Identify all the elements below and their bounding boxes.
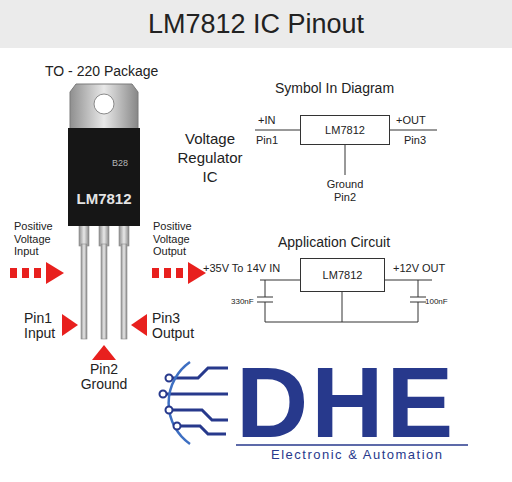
arrow-head bbox=[46, 262, 64, 284]
part-label: LM7812 bbox=[323, 269, 363, 282]
pin3-pointer bbox=[131, 314, 147, 336]
leg-pin2 bbox=[99, 224, 109, 246]
signal-label: Positive Voltage Input bbox=[14, 220, 53, 258]
arrow-dash bbox=[10, 268, 17, 278]
ground-wire bbox=[265, 322, 418, 323]
wire bbox=[418, 302, 419, 322]
symbol-box: LM7812 bbox=[300, 115, 390, 145]
signal-label: Positive Voltage Output bbox=[153, 220, 192, 258]
capacitor-value: 100nF bbox=[425, 297, 448, 306]
arrow-dash bbox=[22, 268, 29, 278]
pin-name: Pin3 bbox=[404, 134, 426, 147]
wire bbox=[345, 145, 346, 175]
capacitor-plate bbox=[410, 297, 426, 298]
leg-pin3 bbox=[121, 244, 127, 339]
signal-name: +OUT bbox=[396, 114, 426, 127]
wire bbox=[265, 302, 266, 322]
logo-trace bbox=[166, 393, 228, 396]
section-heading: Symbol In Diagram bbox=[275, 80, 394, 96]
leg-pin3 bbox=[119, 224, 129, 246]
package-label: TO - 220 Package bbox=[45, 63, 158, 79]
part-label: LM7812 bbox=[76, 190, 131, 207]
output-arrow bbox=[152, 262, 206, 284]
pin-name: Pin1 bbox=[256, 134, 278, 147]
wire bbox=[385, 280, 432, 281]
voltage-label: +12V OUT bbox=[393, 262, 445, 275]
logo-tagline: Electronic & Automation bbox=[271, 448, 444, 463]
input-arrow bbox=[10, 262, 64, 284]
wire bbox=[390, 130, 437, 131]
title-band bbox=[0, 0, 512, 48]
section-heading: Application Circuit bbox=[278, 234, 390, 250]
capacitor-plate bbox=[257, 297, 273, 298]
logo-arc bbox=[169, 362, 190, 444]
logo-dot bbox=[160, 391, 167, 398]
wire bbox=[342, 292, 343, 322]
leg-pin1 bbox=[79, 224, 89, 246]
signal-name: +IN bbox=[258, 114, 275, 127]
wire bbox=[260, 280, 300, 281]
part-label: LM7812 bbox=[325, 124, 365, 137]
logo-dot bbox=[166, 375, 173, 382]
arrow-dash bbox=[176, 268, 183, 278]
logo-dots bbox=[160, 375, 181, 430]
ic-body: B28LM7812 bbox=[68, 128, 140, 226]
part-label: B28 bbox=[112, 158, 128, 168]
pin-name: Pin1 Input bbox=[24, 311, 55, 342]
mount-hole bbox=[94, 94, 114, 114]
wire bbox=[255, 130, 300, 131]
regulator-box: LM7812 bbox=[300, 258, 385, 292]
pin-name: Ground Pin2 bbox=[327, 178, 364, 203]
logo-trace bbox=[172, 410, 228, 420]
wire bbox=[418, 280, 419, 297]
ic-legs bbox=[79, 224, 129, 339]
logo-dot bbox=[174, 423, 181, 430]
logo-dot bbox=[166, 407, 173, 414]
wire bbox=[265, 280, 266, 297]
pin-name: Pin3 Output bbox=[152, 311, 194, 342]
leg-pin1 bbox=[81, 244, 87, 339]
pin2-pointer bbox=[92, 345, 116, 360]
logo-trace bbox=[180, 426, 226, 434]
logo-wordmark: DHE bbox=[236, 352, 456, 452]
capacitor-value: 330nF bbox=[231, 297, 254, 306]
part-description: Voltage Regulator IC bbox=[177, 130, 242, 186]
arrow-dash bbox=[34, 268, 41, 278]
voltage-label: +35V To 14V IN bbox=[203, 262, 280, 275]
leg-pin2 bbox=[101, 244, 107, 339]
page-title: LM7812 IC Pinout bbox=[0, 0, 512, 48]
pin1-pointer bbox=[62, 314, 78, 336]
heat-tab bbox=[70, 84, 138, 132]
pin-name: Pin2 Ground bbox=[81, 362, 128, 393]
arrow-dash bbox=[152, 268, 159, 278]
arrow-dash bbox=[164, 268, 171, 278]
logo-graphic bbox=[166, 362, 228, 444]
